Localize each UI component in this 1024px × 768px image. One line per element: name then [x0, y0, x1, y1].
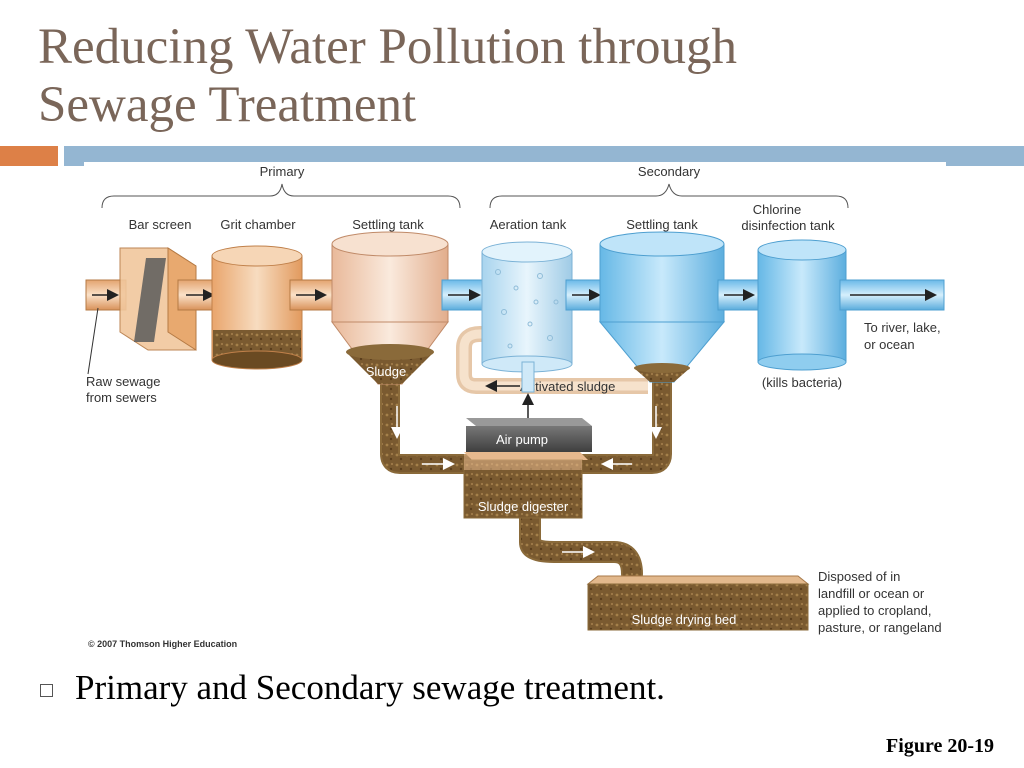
settling-tank-2-label: Settling tank: [626, 217, 698, 232]
settling-tank-1-label: Settling tank: [352, 217, 424, 232]
primary-label: Primary: [260, 164, 305, 179]
slide-title: Reducing Water Pollution through Sewage …: [38, 18, 737, 134]
outlet-label-line1: To river, lake,: [864, 320, 941, 335]
disposed-label-line1: Disposed of in: [818, 569, 900, 584]
grit-chamber: [211, 245, 303, 370]
disposed-label-line3: applied to cropland,: [818, 603, 931, 618]
sludge-label: Sludge: [366, 364, 406, 379]
figure-reference: Figure 20-19: [886, 735, 994, 757]
copyright-text: © 2007 Thomson Higher Education: [88, 639, 237, 649]
secondary-label: Secondary: [638, 164, 701, 179]
square-bullet-icon: [40, 683, 53, 697]
accent-bar-orange: [0, 146, 58, 166]
disposed-label-line2: landfill or ocean or: [818, 586, 925, 601]
air-pump: Air pump: [466, 418, 592, 452]
settling-tank-1: Sludge: [331, 231, 449, 385]
raw-sewage-pointer: [87, 307, 99, 375]
disposed-label-line4: pasture, or rangeland: [818, 620, 942, 635]
sludge-drying-bed-label: Sludge drying bed: [632, 612, 737, 627]
chlorine-label-line1: Chlorine: [753, 202, 801, 217]
accent-bar-blue: [64, 146, 1024, 166]
slide-title-line2: Sewage Treatment: [38, 77, 417, 133]
settling-tank-2: [598, 231, 726, 383]
sludge-drying-bed: Sludge drying bed: [586, 575, 810, 631]
raw-sewage-label-line2: from sewers: [86, 390, 157, 405]
sewage-treatment-diagram: Primary Secondary Bar screen Grit chambe…: [84, 162, 946, 652]
bullet-text: Primary and Secondary sewage treatment.: [75, 668, 665, 707]
raw-sewage-label-line1: Raw sewage: [86, 374, 160, 389]
chlorine-label-line2: disinfection tank: [741, 218, 835, 233]
aeration-tank: [481, 241, 573, 393]
activated-sludge-label: Activated sludge: [520, 379, 615, 394]
air-pump-label: Air pump: [496, 432, 548, 447]
chlorine-disinfection-tank: [757, 239, 847, 371]
aeration-tank-label: Aeration tank: [490, 217, 567, 232]
bullet-item: Primary and Secondary sewage treatment.: [40, 668, 665, 708]
diagram-svg: Primary Secondary Bar screen Grit chambe…: [85, 164, 945, 649]
grit-chamber-label: Grit chamber: [220, 217, 296, 232]
sludge-digester: Sludge digester: [463, 452, 588, 519]
slide-title-line1: Reducing Water Pollution through: [38, 19, 737, 75]
sludge-pipes: [380, 372, 672, 585]
outlet-label-line2: or ocean: [864, 337, 915, 352]
primary-bracket: Primary: [101, 164, 461, 209]
kills-bacteria-label: (kills bacteria): [762, 375, 842, 390]
secondary-bracket: Secondary: [489, 164, 849, 209]
bar-screen-label: Bar screen: [129, 217, 192, 232]
sludge-digester-label: Sludge digester: [478, 499, 569, 514]
